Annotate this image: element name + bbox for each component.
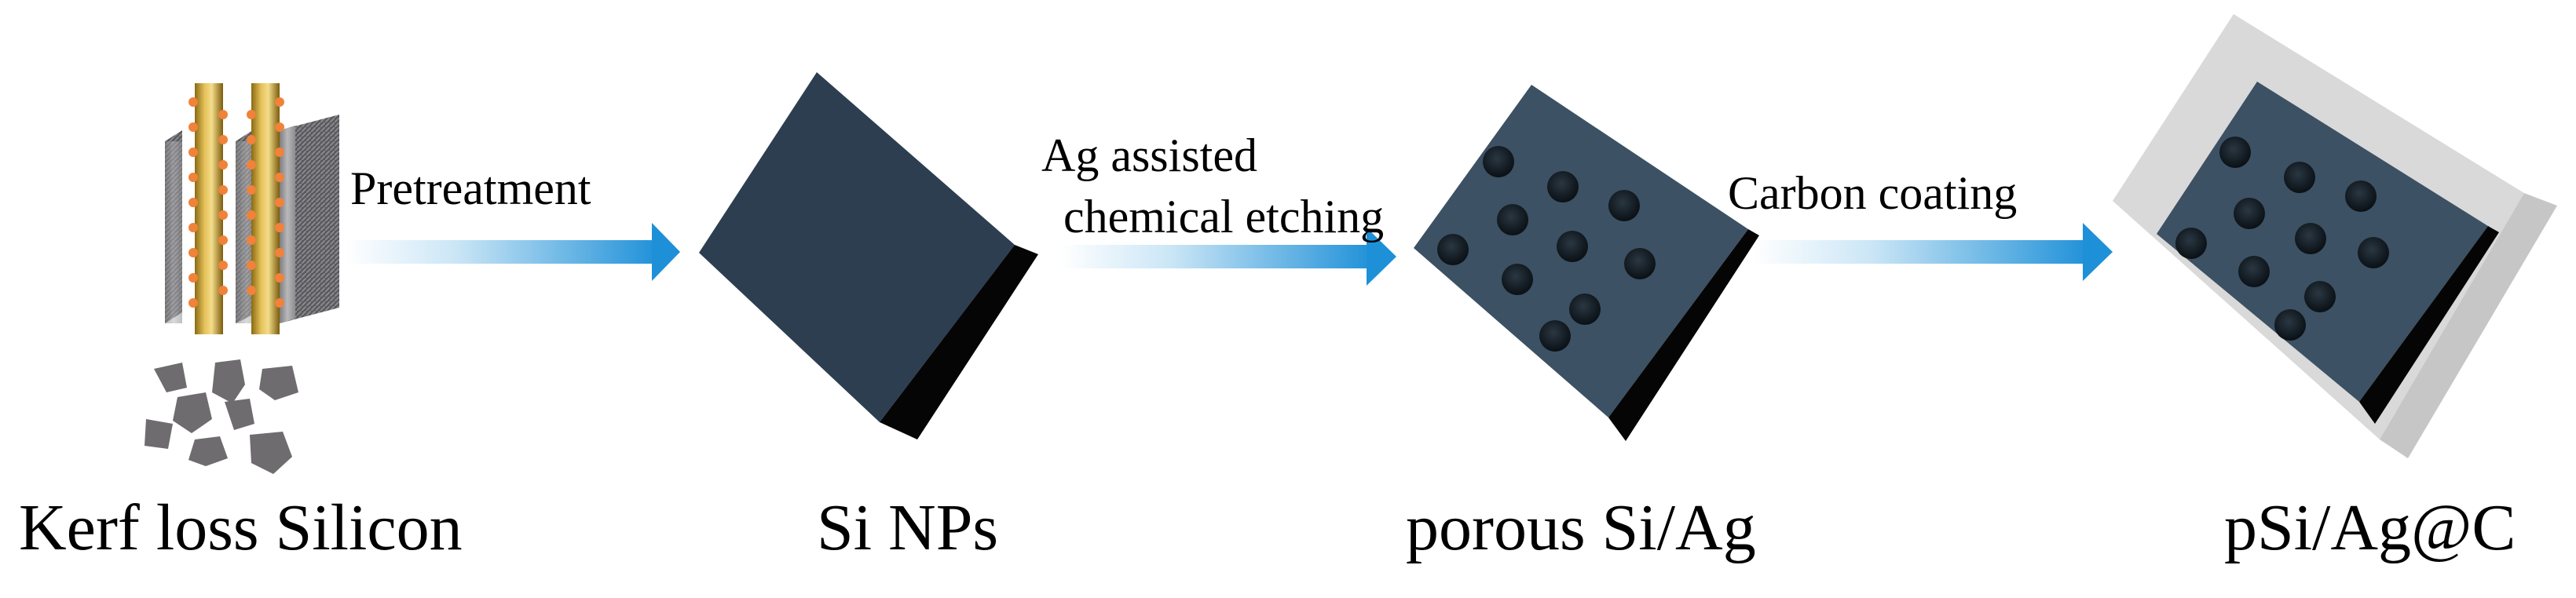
fragment bbox=[188, 436, 228, 466]
fragment bbox=[173, 392, 212, 433]
pore bbox=[2295, 223, 2326, 254]
particle bbox=[275, 198, 284, 207]
particle bbox=[275, 122, 284, 132]
particle bbox=[188, 223, 198, 232]
kerf-saw-illustration bbox=[165, 83, 339, 334]
abrasive-particles bbox=[188, 97, 284, 308]
block-side bbox=[1608, 229, 1759, 441]
particle bbox=[247, 210, 256, 220]
particle bbox=[247, 160, 256, 170]
particle bbox=[275, 298, 284, 308]
particle bbox=[275, 273, 284, 283]
pore bbox=[1539, 320, 1571, 352]
particle bbox=[247, 135, 256, 144]
pores bbox=[1437, 146, 1656, 352]
particle bbox=[275, 173, 284, 182]
silicon-plate-left bbox=[165, 130, 182, 323]
pore bbox=[2274, 309, 2306, 341]
pore bbox=[2234, 198, 2265, 229]
pore bbox=[2358, 237, 2389, 268]
particle bbox=[218, 286, 228, 295]
particle bbox=[218, 210, 228, 220]
pore bbox=[2304, 281, 2336, 312]
kerf-fragments bbox=[145, 359, 298, 474]
particle bbox=[188, 122, 198, 132]
particle bbox=[218, 110, 228, 119]
particle bbox=[218, 185, 228, 195]
pore bbox=[1547, 171, 1579, 202]
pore bbox=[2345, 180, 2377, 212]
particle bbox=[247, 185, 256, 195]
arrow-coating bbox=[1753, 223, 2113, 281]
step-label-etching-line2: chemical etching bbox=[1063, 191, 1384, 242]
pore bbox=[2284, 162, 2315, 193]
saw-wire-right bbox=[251, 83, 280, 334]
block-side bbox=[2359, 226, 2499, 424]
particle bbox=[188, 273, 198, 283]
block-face bbox=[699, 72, 1015, 422]
fragment bbox=[225, 399, 254, 430]
particle bbox=[275, 97, 284, 107]
step-label-etching-line1: Ag assisted bbox=[1041, 129, 1257, 181]
particle bbox=[188, 173, 198, 182]
arrow-pretreatment bbox=[346, 223, 680, 281]
pore bbox=[1483, 146, 1514, 177]
particle bbox=[275, 148, 284, 157]
si-np-block bbox=[699, 72, 1038, 439]
stage-label-coated: pSi/Ag@C bbox=[2224, 491, 2516, 564]
pore bbox=[1608, 190, 1640, 221]
particle bbox=[275, 248, 284, 257]
pore bbox=[2219, 137, 2251, 168]
arrow-etching bbox=[1060, 228, 1396, 286]
fragment bbox=[154, 363, 187, 392]
step-label-pretreatment: Pretreatment bbox=[350, 162, 591, 214]
particle bbox=[188, 97, 198, 107]
particle bbox=[218, 160, 228, 170]
particle bbox=[218, 261, 228, 270]
fragment bbox=[250, 432, 292, 474]
coated-block bbox=[2113, 14, 2557, 458]
fragment bbox=[212, 359, 245, 403]
particle bbox=[247, 235, 256, 245]
saw-wire-left bbox=[195, 83, 223, 334]
silicon-plate-right bbox=[280, 115, 339, 323]
particle bbox=[247, 110, 256, 119]
particle bbox=[218, 235, 228, 245]
particle bbox=[188, 298, 198, 308]
pores bbox=[2175, 137, 2389, 341]
stage-label-kerf: Kerf loss Silicon bbox=[19, 491, 463, 564]
pore bbox=[1557, 231, 1588, 262]
porous-block bbox=[1414, 85, 1759, 441]
pore bbox=[1502, 264, 1533, 295]
carbon-shell-side bbox=[2380, 193, 2557, 458]
fragment bbox=[259, 366, 298, 400]
particle bbox=[275, 223, 284, 232]
pore bbox=[1497, 204, 1528, 235]
pore bbox=[1569, 294, 1601, 325]
pore bbox=[2238, 256, 2270, 287]
particle bbox=[188, 198, 198, 207]
pore bbox=[1624, 248, 1656, 279]
step-label-coating: Carbon coating bbox=[1728, 167, 2017, 219]
particle bbox=[218, 135, 228, 144]
particle bbox=[188, 248, 198, 257]
particle bbox=[188, 148, 198, 157]
pore bbox=[2175, 228, 2207, 259]
particle bbox=[247, 261, 256, 270]
fragment bbox=[145, 419, 173, 449]
block-side bbox=[880, 245, 1038, 439]
stage-label-porous: porous Si/Ag bbox=[1406, 491, 1756, 564]
pore bbox=[1437, 234, 1469, 265]
stage-label-si-nps: Si NPs bbox=[817, 491, 998, 564]
particle bbox=[247, 286, 256, 295]
